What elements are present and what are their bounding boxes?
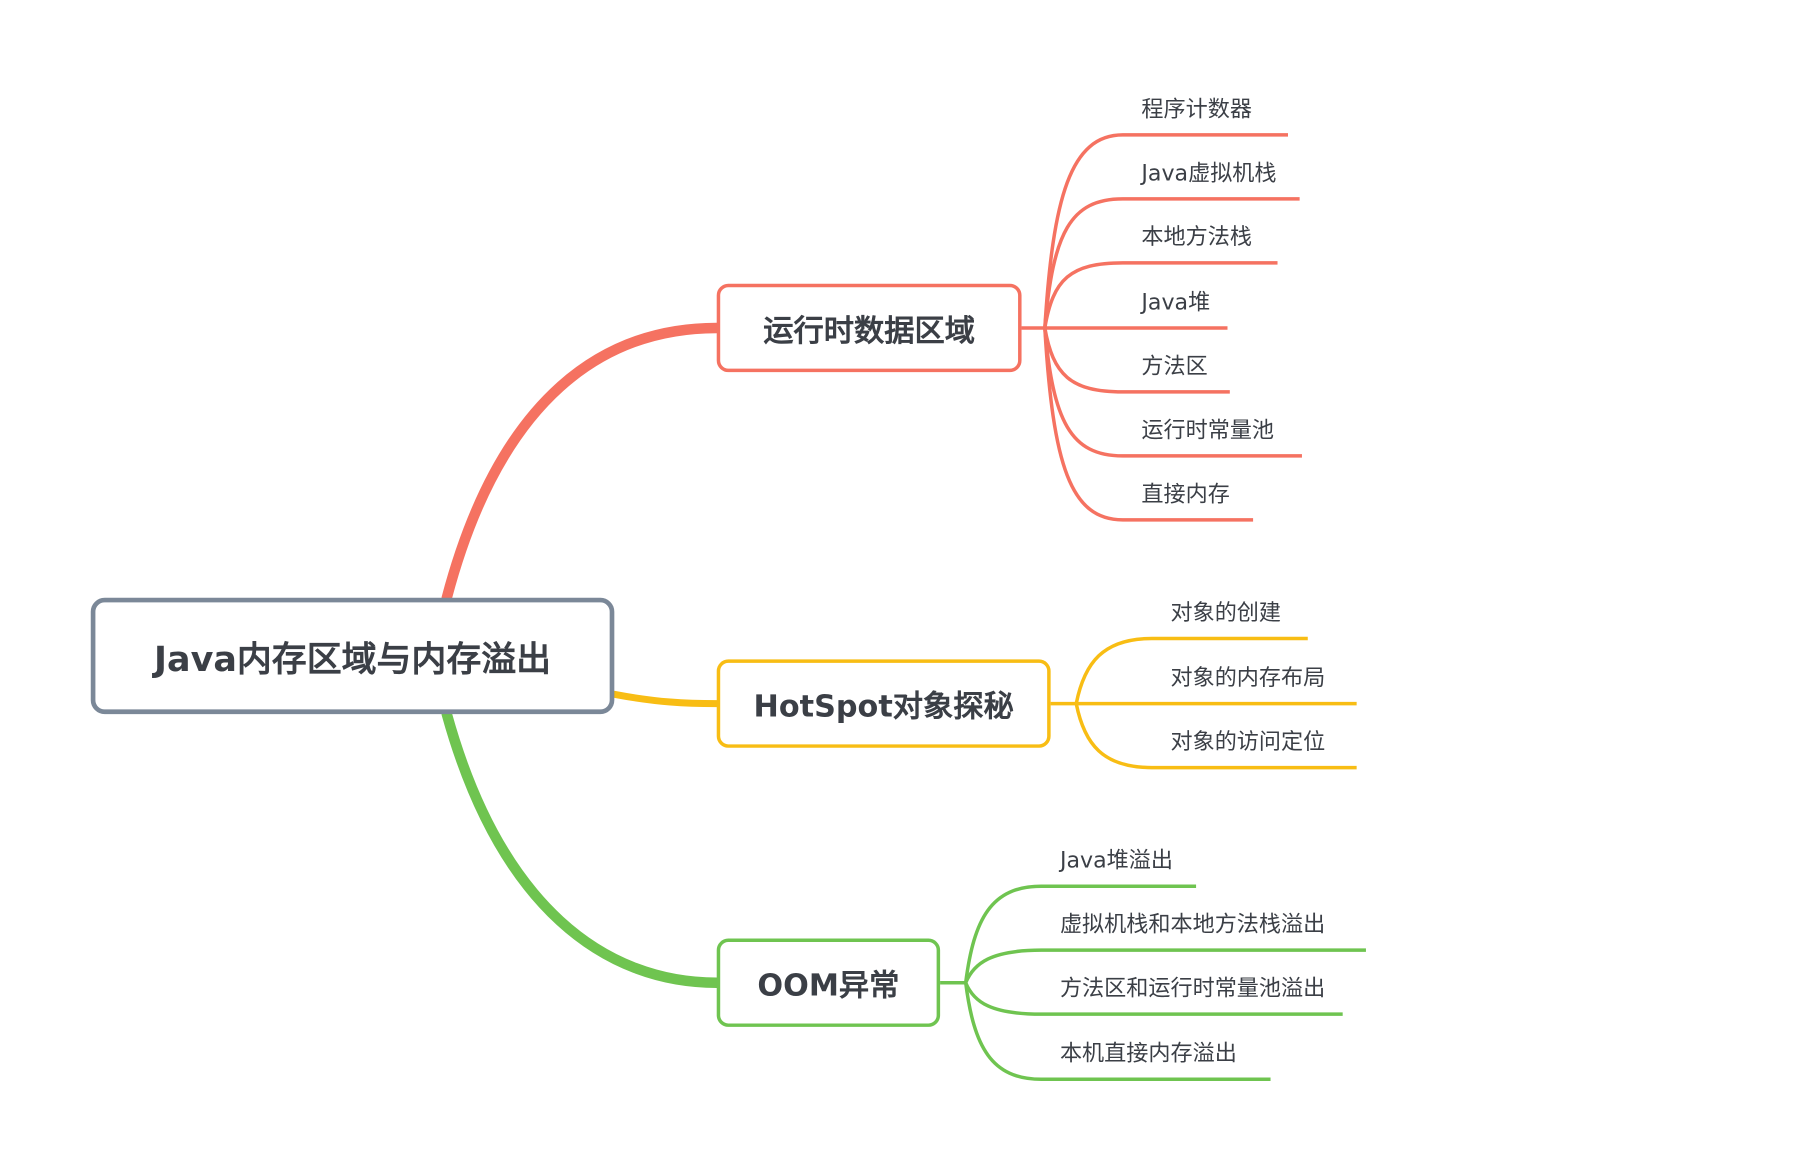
leaf-topic[interactable]: 运行时常量池 bbox=[1141, 417, 1275, 444]
connector-oom-1 bbox=[963, 884, 1197, 983]
connector-oom-2 bbox=[964, 948, 1366, 984]
leaf-topic[interactable]: 方法区 bbox=[1141, 353, 1208, 380]
branch-oom-exceptions[interactable]: OOM异常 bbox=[716, 938, 941, 1027]
branch-label: OOM异常 bbox=[757, 968, 900, 1004]
leaf-topic[interactable]: 程序计数器 bbox=[1141, 96, 1252, 123]
connector-runtime-5 bbox=[1043, 327, 1230, 394]
leaf-topic[interactable]: Java堆 bbox=[1141, 289, 1211, 316]
connector-root-runtime bbox=[441, 322, 722, 604]
leaf-topic[interactable]: 本地方法栈 bbox=[1141, 224, 1252, 251]
leaf-topic[interactable]: Java虚拟机栈 bbox=[1141, 160, 1277, 187]
leaf-topic[interactable]: 对象的访问定位 bbox=[1170, 729, 1326, 755]
root-topic-label: Java内存区域与内存溢出 bbox=[154, 639, 552, 681]
leaf-topic[interactable]: Java堆溢出 bbox=[1059, 847, 1173, 874]
connector-runtime-2 bbox=[1043, 197, 1300, 329]
connector-root-hotspot bbox=[610, 690, 721, 708]
branch-runtime-data-areas[interactable]: 运行时数据区域 bbox=[716, 283, 1022, 373]
leaf-topic[interactable]: 虚拟机栈和本地方法栈溢出 bbox=[1059, 911, 1326, 938]
leaf-topic[interactable]: 对象的创建 bbox=[1170, 600, 1282, 626]
connector-hotspot-1 bbox=[1074, 636, 1308, 704]
leaf-topic[interactable]: 方法区和运行时常量池溢出 bbox=[1059, 975, 1326, 1002]
branch-label: HotSpot对象探秘 bbox=[753, 689, 1014, 724]
oom-connectors bbox=[940, 884, 1366, 1082]
branch-label: 运行时数据区域 bbox=[763, 313, 976, 349]
leaf-topic[interactable]: 对象的内存布局 bbox=[1170, 665, 1326, 691]
connector-oom-3 bbox=[964, 982, 1343, 1016]
runtime-connectors bbox=[1021, 133, 1302, 522]
connector-oom-4 bbox=[963, 982, 1271, 1082]
connector-hotspot-3 bbox=[1074, 703, 1357, 770]
leaf-topic[interactable]: 直接内存 bbox=[1141, 481, 1230, 508]
connector-runtime-3 bbox=[1043, 261, 1278, 329]
connector-runtime-1 bbox=[1043, 133, 1288, 329]
root-topic[interactable]: Java内存区域与内存溢出 bbox=[90, 597, 615, 715]
hotspot-connectors bbox=[1050, 636, 1357, 770]
connector-root-oom bbox=[441, 708, 722, 988]
leaf-topic[interactable]: 本机直接内存溢出 bbox=[1059, 1040, 1237, 1067]
connector-runtime-7 bbox=[1043, 327, 1254, 522]
branch-hotspot-objects[interactable]: HotSpot对象探秘 bbox=[716, 659, 1051, 748]
